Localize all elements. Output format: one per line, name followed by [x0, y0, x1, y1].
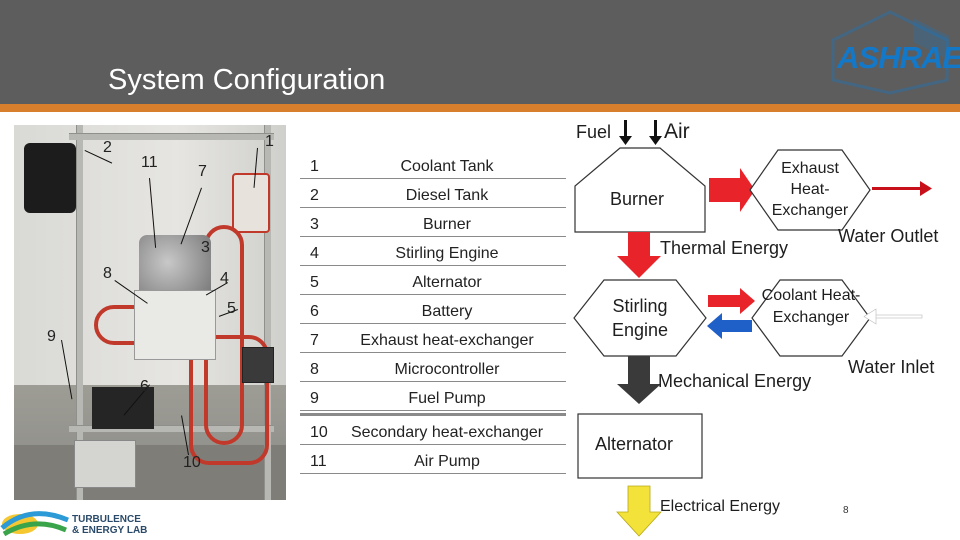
- burner-shape: [574, 147, 706, 233]
- photo-label-5: 5: [227, 300, 236, 317]
- photo-label-6: 6: [140, 378, 149, 395]
- photo-label-3: 3: [201, 239, 210, 256]
- table-desc: Fuel Pump: [408, 390, 486, 407]
- table-row: 10 Secondary heat-exchanger: [300, 419, 566, 445]
- exhaust-arrow: [709, 168, 755, 212]
- table-row: 1 Coolant Tank: [300, 153, 566, 179]
- table-desc: Air Pump: [414, 453, 480, 470]
- mechanical-energy-label: Mechanical Energy: [658, 371, 812, 391]
- table-row: 5 Alternator: [300, 269, 566, 295]
- header-accent-stripe: [0, 104, 960, 112]
- photo-label-1: 1: [265, 133, 274, 150]
- ashrae-logo-text: ASHRAE: [837, 40, 960, 75]
- table-num: 9: [310, 390, 319, 407]
- stirling-engine-label: Stirling Engine: [611, 296, 669, 340]
- table-desc: Microcontroller: [394, 361, 500, 378]
- table-num: 2: [310, 187, 319, 204]
- stirling-engine-shape: [573, 279, 707, 357]
- table-row: 3 Burner: [300, 211, 566, 237]
- exhaust-hx-shape: [749, 149, 871, 231]
- table-desc: Secondary heat-exchanger: [350, 424, 544, 441]
- table-num: 11: [310, 453, 327, 470]
- table-num: 5: [310, 274, 319, 291]
- turbulence-energy-lab-logo: [0, 494, 160, 540]
- water-outlet-label: Water Outlet: [838, 226, 939, 246]
- table-row: 7 Exhaust heat-exchanger: [300, 327, 566, 353]
- lab-logo-line1: TURBULENCE: [72, 514, 141, 525]
- photo-label-4: 4: [220, 270, 229, 287]
- table-row: 6 Battery: [300, 298, 566, 324]
- lab-logo-text: TURBULENCE & ENERGY LAB: [72, 514, 147, 536]
- electrical-energy-arrow: [616, 485, 662, 537]
- table-desc: Exhaust heat-exchanger: [360, 332, 534, 349]
- table-desc: Coolant Tank: [400, 158, 494, 175]
- water-outlet-arrow: [872, 181, 932, 196]
- photo-label-2: 2: [103, 139, 112, 156]
- alternator-label: Alternator: [595, 434, 674, 454]
- table-divider: [300, 413, 566, 416]
- photo-label-11: 11: [141, 154, 158, 171]
- page-number: 8: [843, 505, 849, 516]
- table-desc: Burner: [422, 216, 472, 233]
- microcontroller-shape: [242, 347, 274, 383]
- electrical-energy-label: Electrical Energy: [660, 498, 781, 515]
- table-num: 1: [310, 158, 319, 175]
- lab-logo-line2: & ENERGY LAB: [72, 525, 148, 536]
- table-row: 11 Air Pump: [300, 448, 566, 474]
- diesel-tank-shape: [232, 173, 270, 233]
- fuel-arrow: [619, 120, 632, 145]
- coolant-bag-shape: [24, 143, 76, 213]
- thermal-energy-label: Thermal Energy: [660, 238, 789, 258]
- water-inlet-arrow: [863, 308, 923, 325]
- table-num: 10: [310, 424, 328, 441]
- coolant-return-arrow: [707, 313, 752, 339]
- fuel-label: Fuel: [576, 122, 612, 142]
- table-row: 2 Diesel Tank: [300, 182, 566, 208]
- coolant-hx-shape: [751, 279, 871, 357]
- photo-label-9: 9: [47, 328, 56, 345]
- photo-label-8: 8: [103, 265, 112, 282]
- slide-title: System Configuration: [108, 64, 386, 96]
- water-inlet-label: Water Inlet: [848, 357, 935, 377]
- heat-reject-arrow: [708, 288, 755, 314]
- lab-swoosh-icon: [0, 511, 69, 537]
- table-num: 4: [310, 245, 319, 262]
- air-arrow: [649, 120, 662, 145]
- table-desc: Stirling Engine: [395, 245, 499, 262]
- table-num: 6: [310, 303, 319, 320]
- ashrae-hexagon-icon: [831, 10, 949, 95]
- alternator-shape: [577, 413, 703, 479]
- photo-label-10: 10: [183, 454, 201, 471]
- secondary-hx-shape: [74, 440, 136, 488]
- thermal-energy-arrow: [617, 232, 661, 278]
- ashrae-logo: ASHRAE: [825, 10, 960, 95]
- table-num: 3: [310, 216, 319, 233]
- header-bar: [0, 0, 960, 104]
- table-desc: Alternator: [412, 274, 482, 291]
- enclosure-box-shape: [134, 290, 216, 360]
- table-num: 8: [310, 361, 319, 378]
- table-row: 9 Fuel Pump: [300, 385, 566, 411]
- table-desc: Battery: [421, 303, 473, 320]
- table-desc: Diesel Tank: [405, 187, 489, 204]
- burner-label: Burner: [610, 189, 665, 209]
- photo-label-7: 7: [198, 163, 207, 180]
- table-num: 7: [310, 332, 319, 349]
- exhaust-hx-label: Exhaust Heat-Exchanger: [771, 160, 849, 219]
- coolant-hx-label: Coolant Heat-Exchanger: [761, 287, 861, 326]
- air-label: Air: [664, 120, 690, 143]
- battery-shape: [92, 387, 154, 429]
- table-row: 4 Stirling Engine: [300, 240, 566, 266]
- table-row: 8 Microcontroller: [300, 356, 566, 382]
- mechanical-energy-arrow: [617, 356, 661, 404]
